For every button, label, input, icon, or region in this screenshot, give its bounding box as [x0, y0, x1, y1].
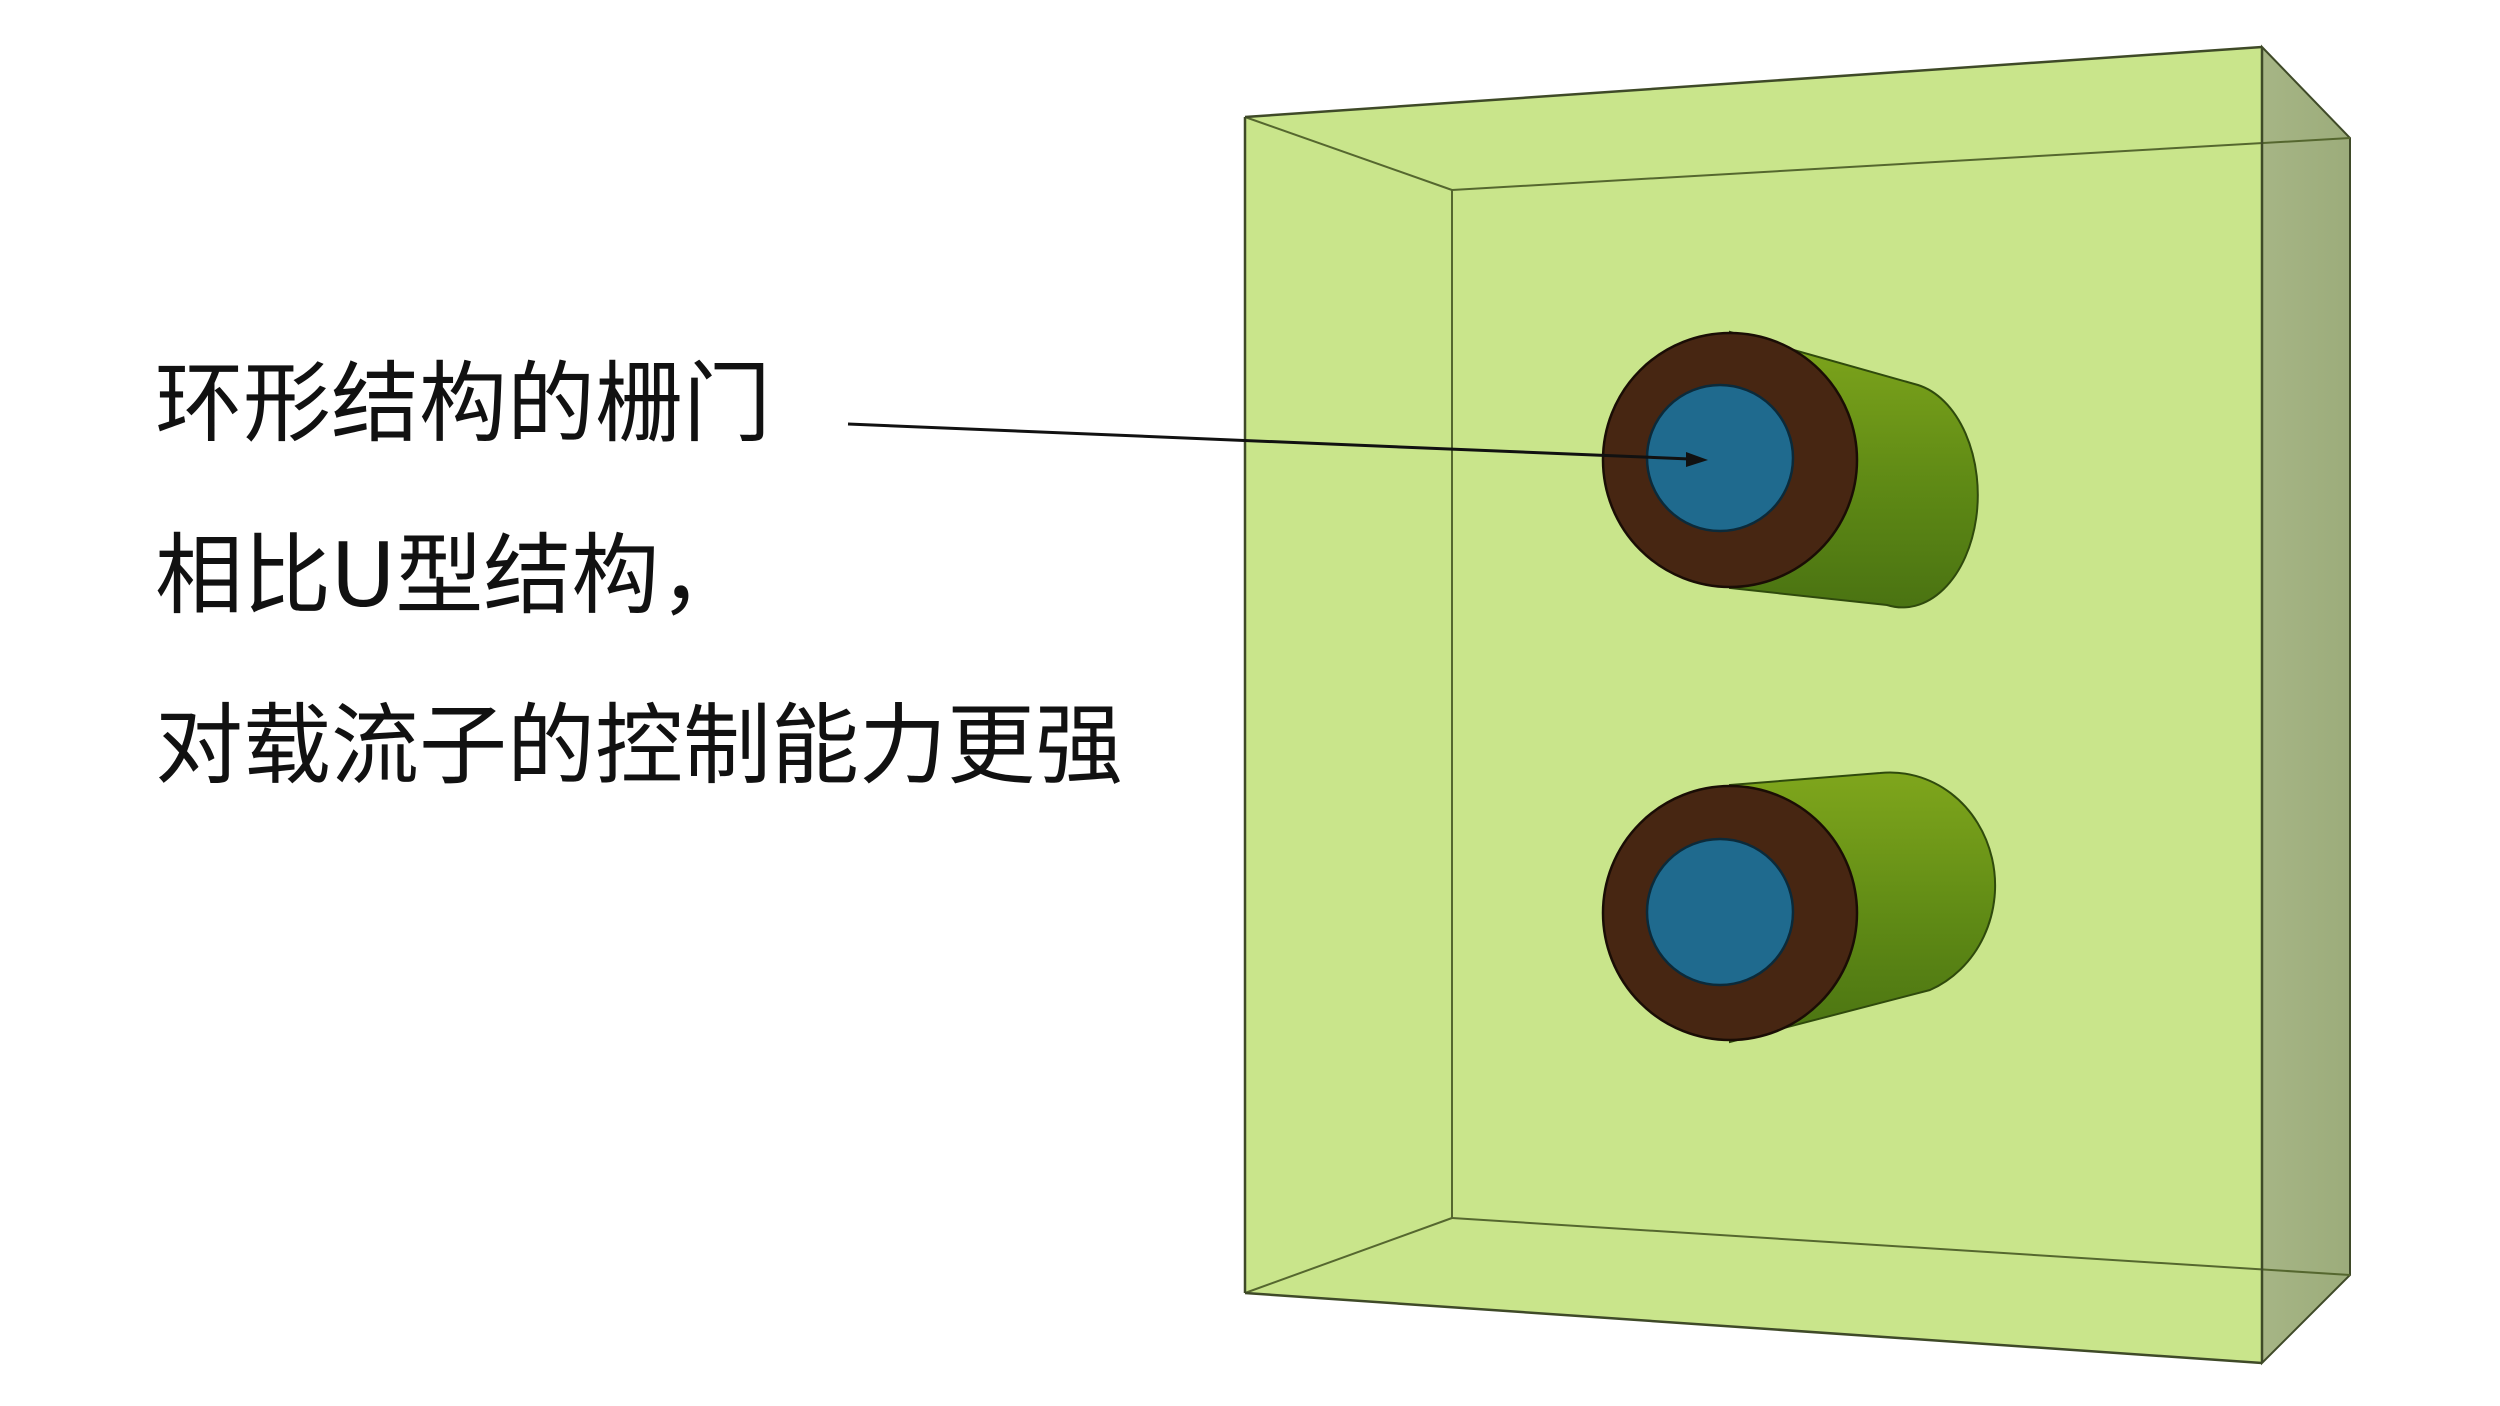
box-side-face: [2261, 44, 2351, 1366]
annotation-line-3: 对载流子的控制能力更强: [155, 694, 1124, 797]
nanowire-lower: [1601, 771, 1997, 1044]
arrow-head: [1686, 452, 1708, 467]
annotation-line-1: 环形结构的栅门: [155, 352, 772, 455]
arrow-shaft: [847, 422, 1691, 461]
annotation-line-2: 相比U型结构，: [155, 524, 748, 627]
box-inner-edges: [1244, 116, 2351, 1294]
arrow-pointer: [847, 422, 1708, 467]
channel-core-lower: [1645, 837, 1795, 987]
nanowire-upper: [1601, 330, 1979, 609]
box-front-face: [1245, 47, 2262, 1363]
box-outer-edges: [1243, 45, 2264, 1365]
